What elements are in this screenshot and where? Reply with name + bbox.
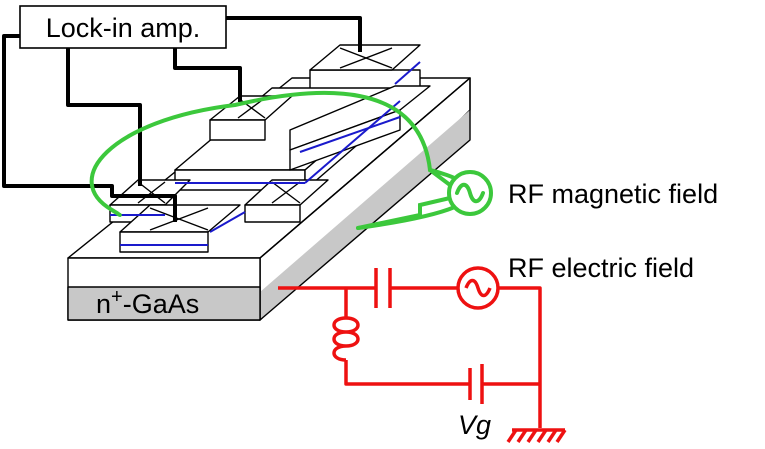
hall-bar-mesa bbox=[109, 44, 431, 253]
magnetic-loop-lead-top bbox=[428, 168, 452, 187]
electric-wire-right bbox=[498, 286, 542, 428]
rf-electric-circuit bbox=[278, 266, 567, 443]
ground-icon bbox=[506, 428, 567, 443]
substrate-label-gaas: -GaAs bbox=[123, 289, 200, 319]
rf-electric-label: RF electric field bbox=[508, 253, 694, 283]
lockin-amp-label: Lock-in amp. bbox=[46, 13, 201, 43]
gate-voltage-label: Vg bbox=[458, 410, 491, 440]
lockin-wiring bbox=[2, 16, 362, 222]
rf-magnetic-loop bbox=[89, 90, 493, 230]
substrate-label-plus: + bbox=[111, 286, 123, 308]
lockin-wire-bottom-pad bbox=[2, 34, 177, 222]
lockin-wire-lower-arm bbox=[66, 48, 142, 186]
lockin-wire-top-pad bbox=[226, 16, 362, 52]
hall-arm-lower-right bbox=[209, 179, 329, 233]
rf-magnetic-label: RF magnetic field bbox=[508, 179, 718, 209]
substrate-side-doped bbox=[260, 110, 470, 320]
sine-wave-source-icon bbox=[455, 182, 485, 204]
electric-wire-bottom-left bbox=[344, 360, 470, 386]
contact-pad-top bbox=[309, 44, 421, 93]
hall-arm-upper-left bbox=[209, 95, 293, 141]
lockin-wire-upper-arm bbox=[173, 48, 242, 102]
substrate-label: n+-GaAs bbox=[96, 286, 199, 319]
contact-pad-bottom bbox=[119, 204, 241, 253]
magnetic-loop-lead-bottom bbox=[356, 196, 452, 230]
substrate-front-doped bbox=[67, 286, 261, 321]
lockin-amp: Lock-in amp. bbox=[19, 5, 227, 49]
coil-icon bbox=[332, 316, 360, 362]
lockin-amp-box bbox=[19, 5, 227, 49]
sine-wave-source-icon bbox=[464, 278, 492, 298]
substrate-label-n: n bbox=[96, 289, 111, 319]
